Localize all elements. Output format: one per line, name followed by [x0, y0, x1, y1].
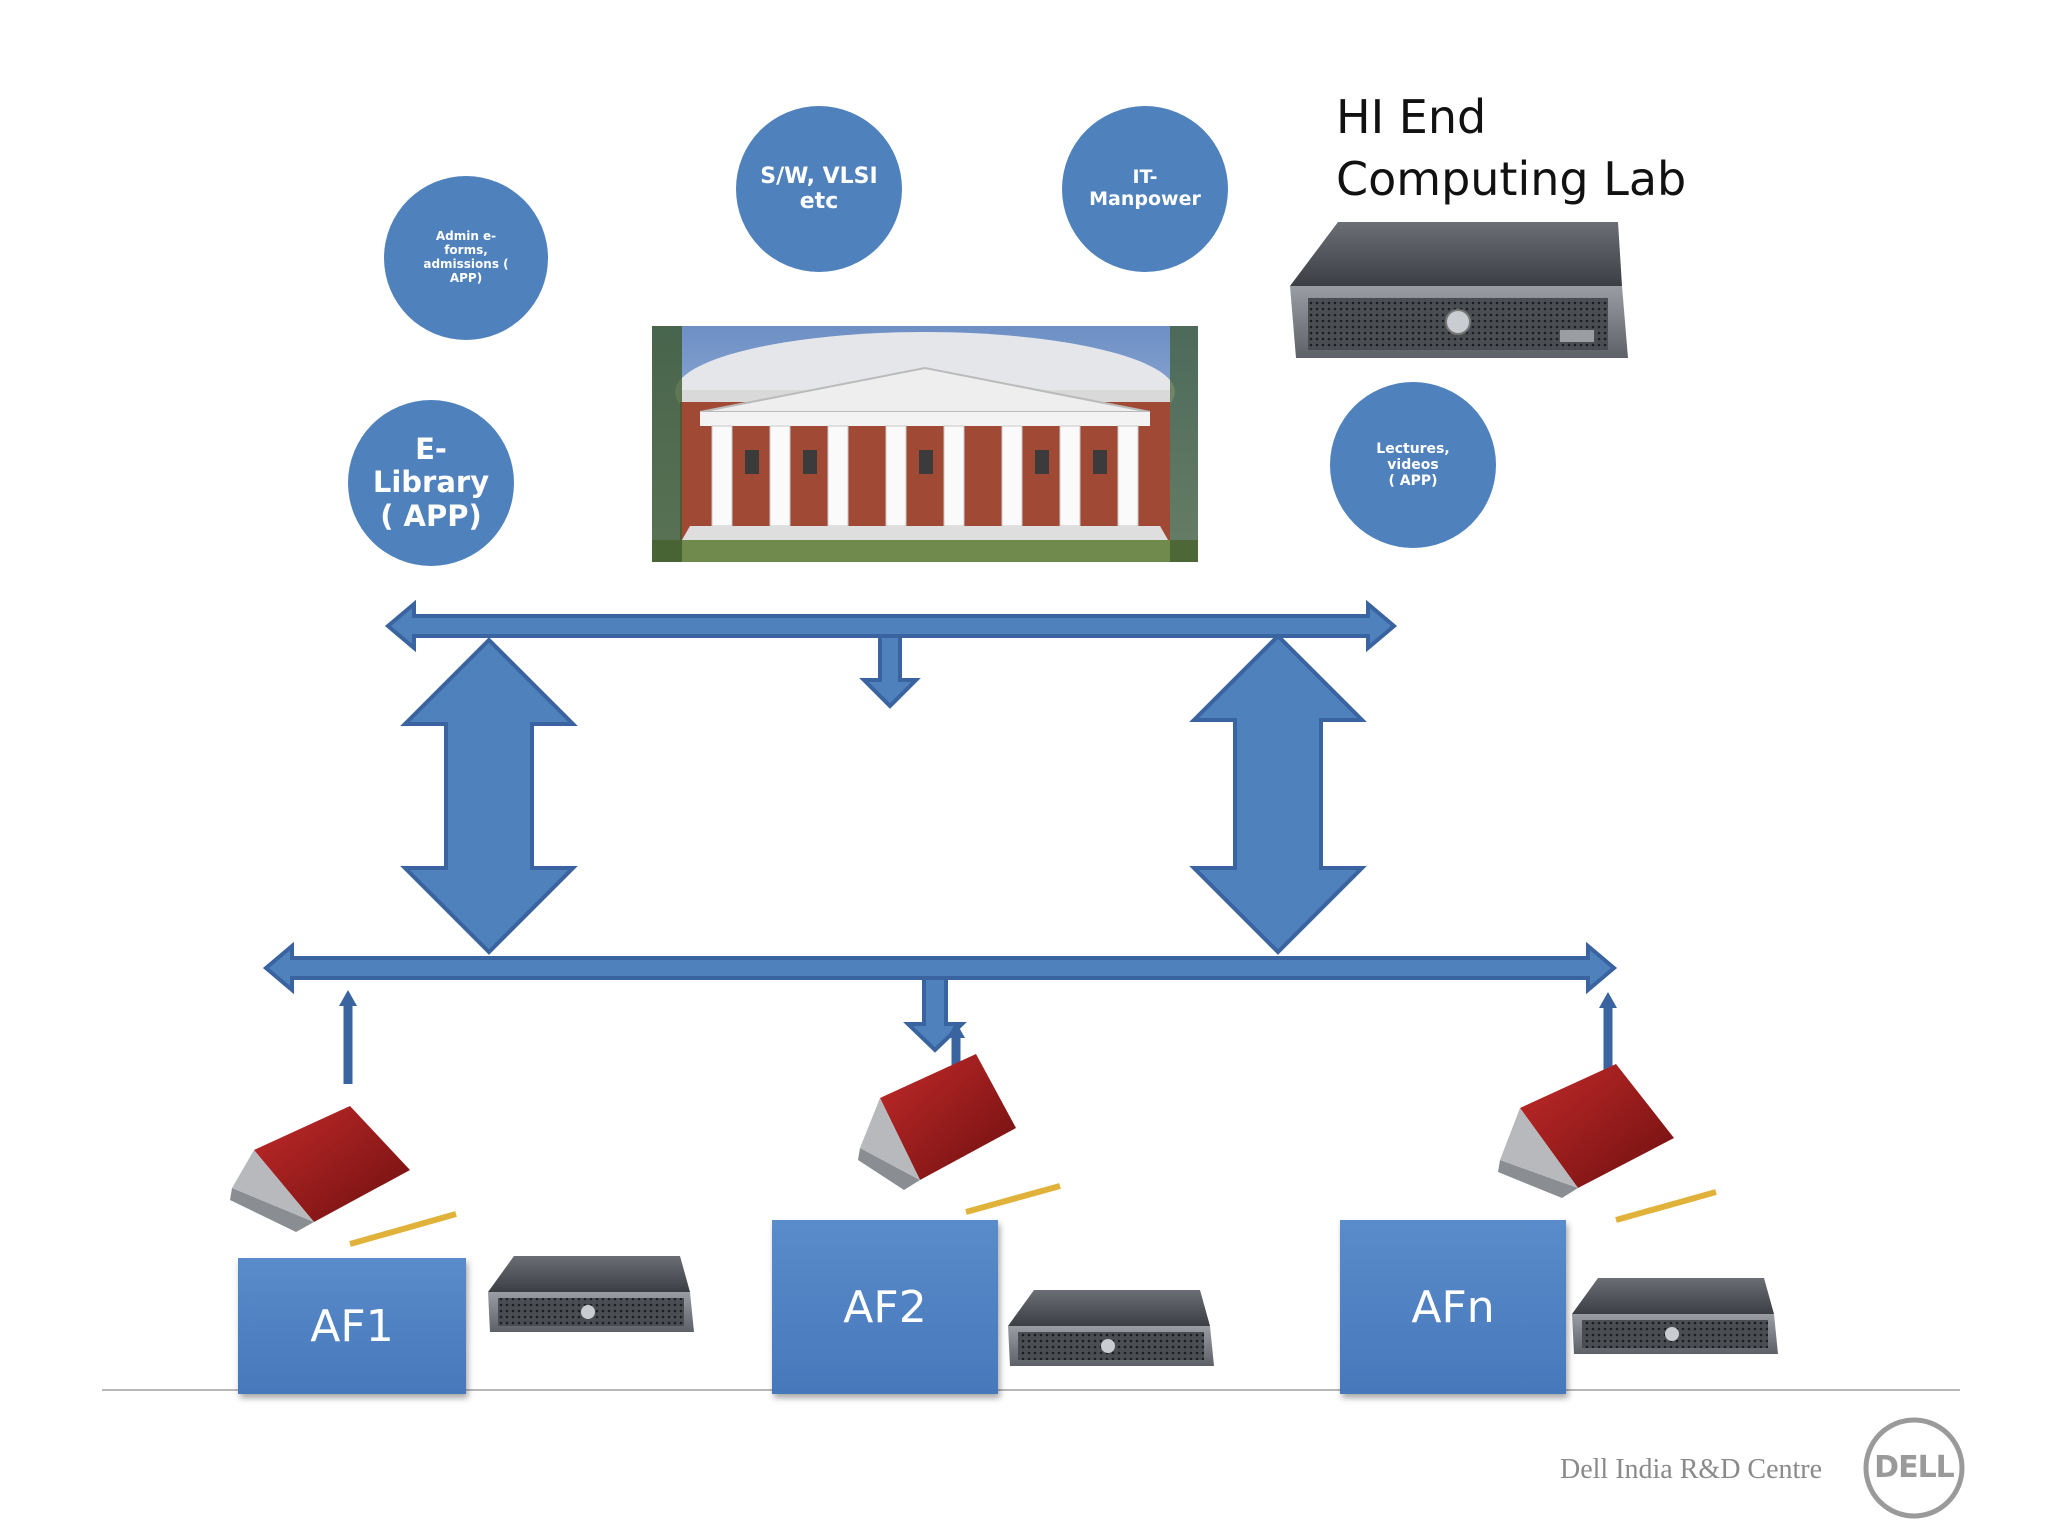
sw-vlsi-circle: S/W, VLSI etc	[736, 106, 902, 272]
af1-up-arrow	[339, 990, 357, 1084]
hi-end-computing-lab-title: HI End Computing Lab	[1336, 90, 1687, 207]
dell-logo	[1863, 1417, 1965, 1519]
right-vertical-double-arrow	[1189, 633, 1367, 955]
upper-bus-arrow	[384, 599, 1398, 709]
admin-eforms-circle: Admin e- forms, admissions ( APP)	[384, 176, 548, 340]
af2-server-icon	[1008, 1290, 1214, 1366]
lectures-videos-circle: Lectures, videos ( APP)	[1330, 382, 1496, 548]
af1-laptop-icon	[230, 1106, 457, 1247]
it-manpower-circle: IT- Manpower	[1062, 106, 1228, 272]
dell-logo-text: DELL	[1874, 1450, 1955, 1485]
af1-server-icon	[488, 1256, 694, 1332]
af2-box: AF2	[772, 1220, 998, 1394]
afn-server-icon	[1572, 1278, 1778, 1354]
afn-laptop-icon	[1498, 1064, 1717, 1223]
lower-bus-arrow	[262, 941, 1618, 1053]
afn-box: AFn	[1340, 1220, 1566, 1394]
footer-company-name: Dell India R&D Centre	[1560, 1454, 1823, 1485]
hi-end-server-icon	[1290, 222, 1628, 358]
left-vertical-double-arrow	[400, 637, 578, 955]
e-library-circle: E- Library ( APP)	[348, 400, 514, 566]
af1-box: AF1	[238, 1258, 466, 1394]
af2-laptop-icon	[858, 1054, 1061, 1215]
university-building-image	[652, 326, 1198, 562]
